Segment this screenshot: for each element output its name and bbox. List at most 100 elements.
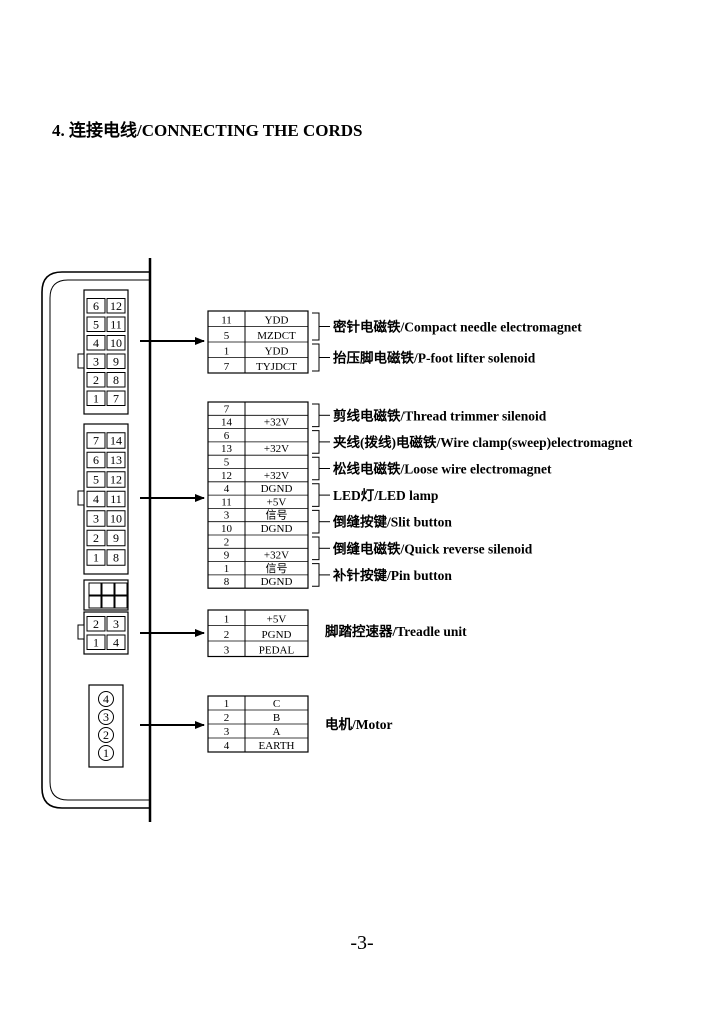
table-signal-cell: 信号 [266,509,288,522]
group-bracket [312,430,320,454]
group-bracket [312,312,320,341]
pin-number: 14 [110,434,122,448]
table-pin-cell: 1 [224,563,230,575]
group-bracket [312,403,320,428]
table-pin-cell: 3 [224,726,230,738]
pin-number: 2 [93,531,99,545]
table-pin-cell: 2 [224,712,230,724]
signal-group-label: 密针电磁铁/Compact needle electromagnet [332,319,582,335]
table-pin-cell: 8 [224,576,230,588]
table-pin-cell: 13 [221,443,233,455]
signal-group-label: 剪线电磁铁/Thread trimmer silenoid [333,407,547,423]
pin-number: 10 [110,512,122,526]
table-pin-cell: 5 [224,330,230,342]
signal-group-label: 倒缝按键/Slit button [332,514,452,530]
table-frame [207,609,309,658]
table-pin-cell: 2 [224,629,230,641]
table-signal-cell: YDD [265,346,289,358]
pin-cavity [86,616,106,632]
table-pin-cell: 3 [224,645,230,657]
pin-number: 10 [110,336,122,350]
pin-cavity [106,372,126,388]
pin-cavity [106,634,126,650]
group-bracket [312,509,320,534]
pin-cavity [86,634,106,650]
pin-number: 9 [113,531,119,545]
pin-cavity [106,432,126,449]
pin-number: 8 [113,373,119,387]
pin-number: 3 [93,512,99,526]
signal-group-label: 补针按键/Pin button [332,567,452,583]
connector-housing [83,611,129,655]
table-pin-cell: 9 [224,550,230,562]
table-signal-cell: YDD [265,315,289,327]
pin-cavity [106,549,126,566]
pin-cavity [86,549,106,566]
pin-cavity [106,316,126,332]
table-pin-cell: 12 [221,470,232,482]
pin-number: 2 [93,617,99,631]
table-signal-cell: MZDCT [257,330,296,342]
pin-cavity [98,727,114,743]
table-signal-cell: +5V [267,496,287,508]
pin-cavity [86,353,106,369]
pin-number: 3 [103,710,109,724]
pin-number: 9 [113,354,119,368]
pin-number: 1 [93,635,99,649]
pin-cavity [86,510,106,527]
pin-number: 2 [93,373,99,387]
connector-latch [77,624,85,640]
signal-group-label: 松线电磁铁/Loose wire electromagnet [333,461,552,477]
signal-group-label: 抬压脚电磁铁/P-foot lifter solenoid [333,350,536,366]
signal-group-label: 夹线(拨线)电磁铁/Wire clamp(sweep)electromagnet [333,434,633,450]
signal-group-label: 电机/Motor [325,716,392,732]
pin-cavity [86,432,106,449]
pin-cavity [106,616,126,632]
pin-number: 7 [93,434,99,448]
table-signal-cell: DGND [261,523,293,535]
pin-cavity [98,691,114,707]
pin-number: 12 [110,299,122,313]
pin-number: 4 [103,692,109,706]
group-bracket [312,456,320,481]
signal-group-label: 倒缝电磁铁/Quick reverse silenoid [332,540,533,556]
connector-cavity [88,582,102,596]
pin-number: 4 [93,492,99,506]
pin-number: 12 [110,473,122,487]
table-signal-cell: B [273,712,280,724]
group-bracket [312,343,320,372]
pin-number: 7 [113,391,119,405]
pin-cavity [86,390,106,406]
pin-cavity [86,471,106,488]
pin-number: 1 [93,551,99,565]
pin-number: 6 [93,453,99,467]
connector-cavity [114,582,128,596]
pin-cavity [86,529,106,547]
table-signal-cell: A [273,726,281,738]
pin-cavity [106,451,126,469]
pin-cavity [86,316,106,332]
group-bracket [312,563,320,587]
pin-cavity [106,471,126,488]
pin-number: 3 [93,354,99,368]
table-pin-cell: 1 [224,346,230,358]
pin-number: 6 [93,299,99,313]
connector-cavity [114,595,128,609]
table-pin-cell: 3 [224,510,230,522]
connector-cavity [101,595,115,609]
pin-number: 3 [113,617,119,631]
signal-labels: 密针电磁铁/Compact needle electromagnet 抬压脚电磁铁… [312,312,633,732]
connector-latch [77,490,85,506]
group-bracket [312,536,320,561]
table-pin-cell: 4 [224,483,230,495]
connector-3 [83,579,129,611]
pin-cavity [106,390,126,406]
